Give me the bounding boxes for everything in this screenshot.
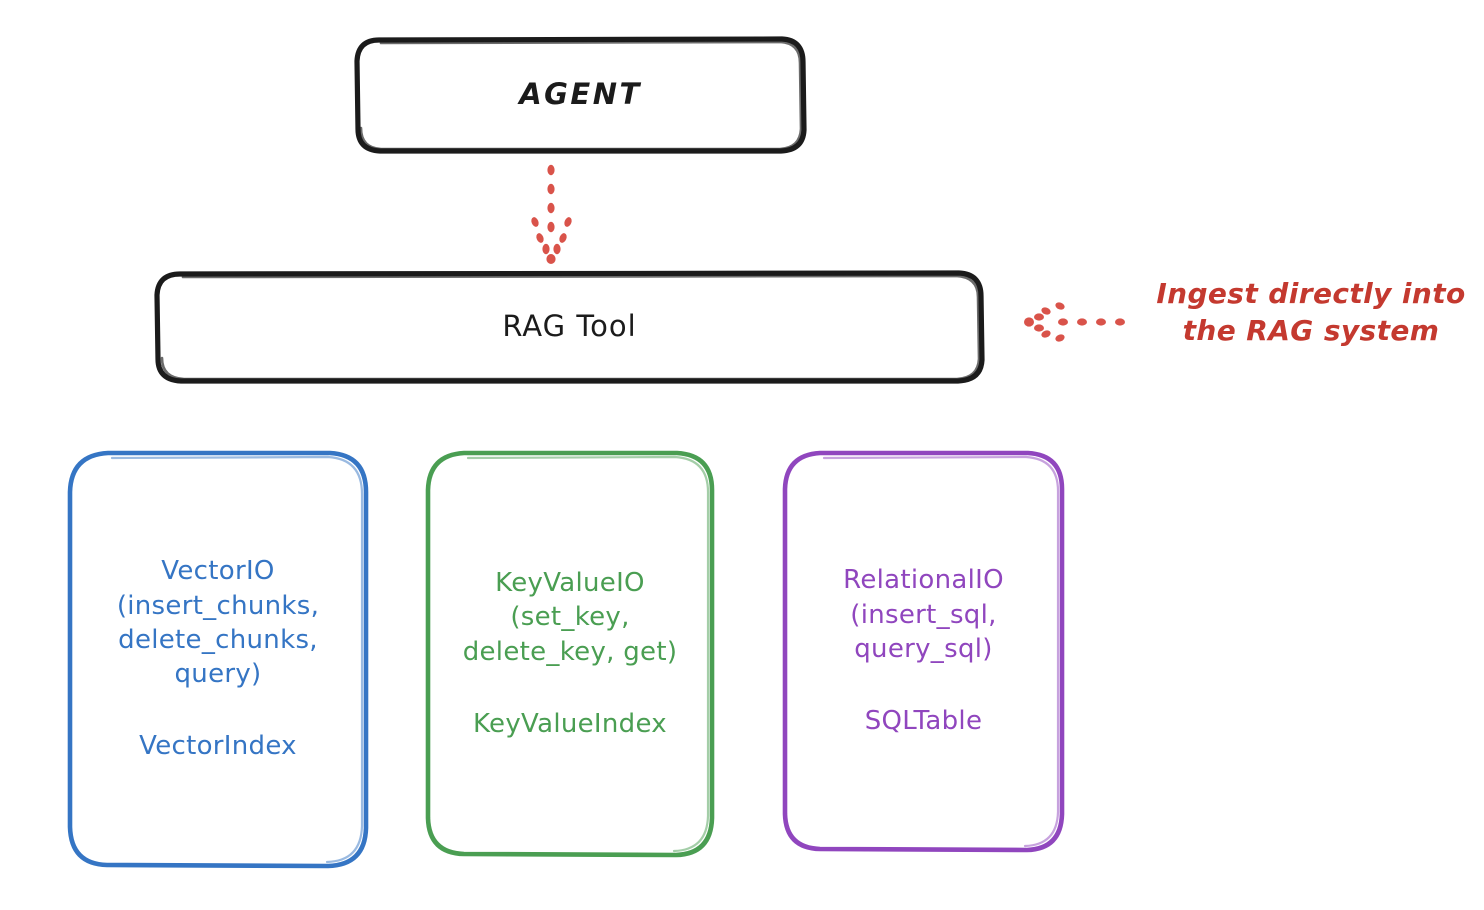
- vector-io-box-outline: [67, 450, 369, 869]
- node-vector-io[interactable]: VectorIO (insert_chunks, delete_chunks, …: [70, 452, 366, 866]
- key-value-io-api-label: KeyValueIO (set_key, delete_key, get): [462, 567, 678, 667]
- node-rag-tool[interactable]: RAG Tool: [157, 272, 982, 382]
- node-agent[interactable]: AGENT: [357, 38, 804, 152]
- vector-index-label: VectorIndex: [139, 731, 297, 762]
- connector-ingest-to-rag-tool: [1024, 302, 1125, 342]
- rag-tool-label: RAG Tool: [502, 309, 637, 344]
- vector-io-api-label: VectorIO (insert_chunks, delete_chunks, …: [116, 556, 320, 690]
- connector-agent-to-rag-tool: [531, 164, 572, 264]
- annotation-ingest-directly: Ingest directly into the RAG system: [1156, 277, 1466, 347]
- node-key-value-io[interactable]: KeyValueIO (set_key, delete_key, get) Ke…: [428, 452, 712, 855]
- relational-io-api-label: RelationalIO (insert_sql, query_sql): [843, 565, 1004, 664]
- node-relational-io[interactable]: RelationalIO (insert_sql, query_sql) SQL…: [785, 452, 1062, 850]
- key-value-index-label: KeyValueIndex: [472, 708, 667, 739]
- key-value-io-box-outline: [425, 450, 715, 858]
- sql-table-label: SQLTable: [864, 706, 983, 737]
- relational-io-box-outline: [782, 450, 1065, 853]
- agent-box-outline: [354, 36, 807, 154]
- agent-label: AGENT: [519, 77, 642, 112]
- rag-tool-box-outline: [154, 270, 985, 384]
